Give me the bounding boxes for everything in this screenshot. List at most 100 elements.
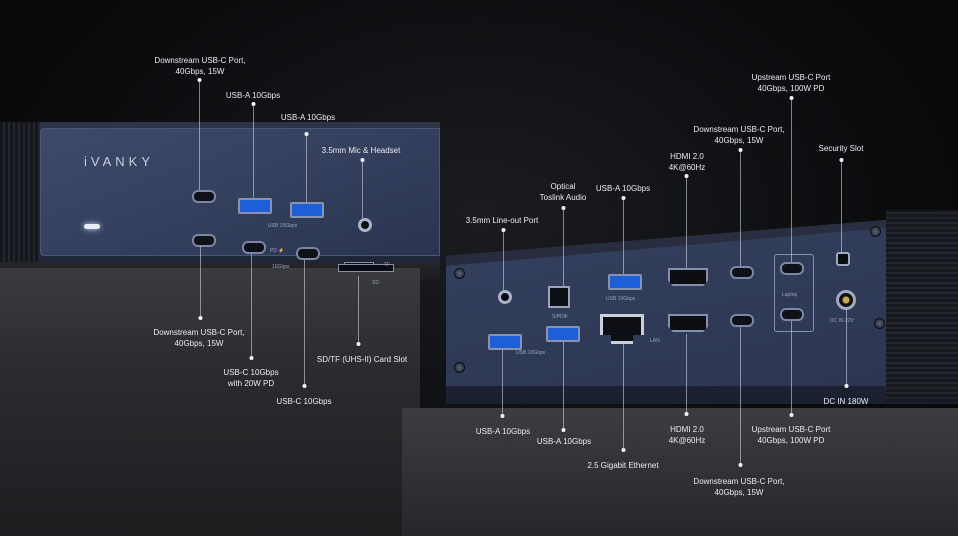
callout-line (253, 104, 254, 198)
callout-label: DC IN 180W (823, 397, 869, 406)
callout-dot (789, 96, 794, 100)
security-slot (836, 252, 850, 266)
rear-spdif-text: S/PDIF (552, 314, 569, 320)
screw-icon (454, 268, 465, 279)
callout-line (740, 327, 741, 465)
callout-label: 2.5 Gigabit Ethernet (587, 461, 659, 470)
front-sd-text: SD (372, 280, 379, 286)
callout-line (791, 321, 792, 415)
callout-line (841, 160, 842, 252)
callout-line (306, 134, 307, 202)
callout-dot (251, 102, 256, 106)
callout-dot (198, 316, 203, 320)
callout-dot (789, 413, 794, 417)
rear-usba-bottom-port-2 (546, 326, 580, 342)
callout-label: Downstream USB-C Port,40Gbps, 15W (693, 477, 785, 497)
mic-headset-jack (358, 218, 372, 232)
front-tf-text: TF (384, 262, 391, 268)
rear-usba-bottom-port-1 (488, 334, 522, 350)
callout-label: USB-A 10Gbps (475, 427, 531, 436)
callout-label: 3.5mm Line-out Port (465, 216, 539, 225)
callout-line (686, 176, 687, 268)
callout-dot (500, 414, 505, 418)
screw-icon (870, 226, 881, 237)
rear-lan-text: LAN (650, 338, 660, 344)
callout-dot (304, 132, 309, 136)
callout-line (623, 198, 624, 274)
callout-dot (356, 342, 361, 346)
callout-line (563, 342, 564, 430)
hdmi-port-bottom (668, 314, 708, 332)
hdmi-port-top (668, 268, 708, 286)
callout-dot (684, 174, 689, 178)
dock-rear-heatsink (886, 210, 958, 402)
callout-label: Downstream USB-C Port,40Gbps, 15W (154, 56, 246, 76)
callout-label: Downstream USB-C Port,40Gbps, 15W (153, 328, 245, 348)
right-pedestal (402, 408, 958, 536)
front-usba-port-1 (238, 198, 272, 214)
callout-dot (738, 148, 743, 152)
upstream-usbc-top-port (780, 262, 804, 275)
callout-dot (197, 78, 202, 82)
rear-laptop-text: Laptop (782, 292, 798, 298)
screw-icon (454, 362, 465, 373)
rear-dcin-text: DC IN 22V (830, 318, 854, 324)
callout-dot (839, 158, 844, 162)
callout-line (200, 246, 201, 318)
callout-dot (561, 206, 566, 210)
callout-dot (360, 158, 365, 162)
callout-label: USB-A 10Gbps (225, 91, 281, 100)
callout-line (791, 98, 792, 262)
callout-line (563, 208, 564, 286)
rear-usbc-down-top-port (730, 266, 754, 279)
callout-label: USB-A 10Gbps (280, 113, 336, 122)
upstream-usbc-bottom-port (780, 308, 804, 321)
callout-line (740, 150, 741, 266)
front-pd-text: PD ⚡ (270, 248, 285, 254)
callout-label: USB-C 10Gbps (276, 397, 332, 406)
rear-usbc-down-bottom-port (730, 314, 754, 327)
callout-dot (684, 412, 689, 416)
callout-dot (302, 384, 307, 388)
callout-dot (501, 228, 506, 232)
callout-line (304, 260, 305, 386)
front-10gbps-text: 10Gbps (272, 264, 290, 270)
callout-label: Security Slot (818, 144, 864, 153)
callout-line (251, 254, 252, 358)
callout-label: 3.5mm Mic & Headset (321, 146, 401, 155)
callout-label: USB-A 10Gbps (595, 184, 651, 193)
brand-logo: iVANKY (84, 154, 154, 169)
dock-front-heatsink (0, 122, 40, 262)
rear-usb10-text: USB 10Gbps (606, 296, 636, 302)
rear-usba-top-port (608, 274, 642, 290)
front-usbc-top-port (192, 190, 216, 203)
callout-line (686, 334, 687, 414)
callout-label: Downstream USB-C Port,40Gbps, 15W (693, 125, 785, 145)
power-led (84, 224, 100, 229)
screw-icon (874, 318, 885, 329)
callout-dot (844, 384, 849, 388)
front-usbc-pd-port (242, 241, 266, 254)
callout-line (502, 350, 503, 416)
callout-line (623, 344, 624, 450)
callout-dot (621, 196, 626, 200)
front-usbc-bottom-port (192, 234, 216, 247)
front-usba-port-2 (290, 202, 324, 218)
rear-usb10-bottom-text: USB 10Gbps (516, 350, 546, 356)
callout-line (503, 230, 504, 290)
sd-card-slot (338, 264, 394, 272)
dock-front-panel (40, 128, 440, 256)
left-pedestal (0, 268, 420, 536)
front-usb10-text: USB 10Gbps (268, 223, 298, 229)
upstream-port-group (774, 254, 814, 332)
callout-label: SD/TF (UHS-II) Card Slot (316, 355, 408, 364)
callout-dot (621, 448, 626, 452)
callout-line (358, 276, 359, 344)
callout-dot (249, 356, 254, 360)
